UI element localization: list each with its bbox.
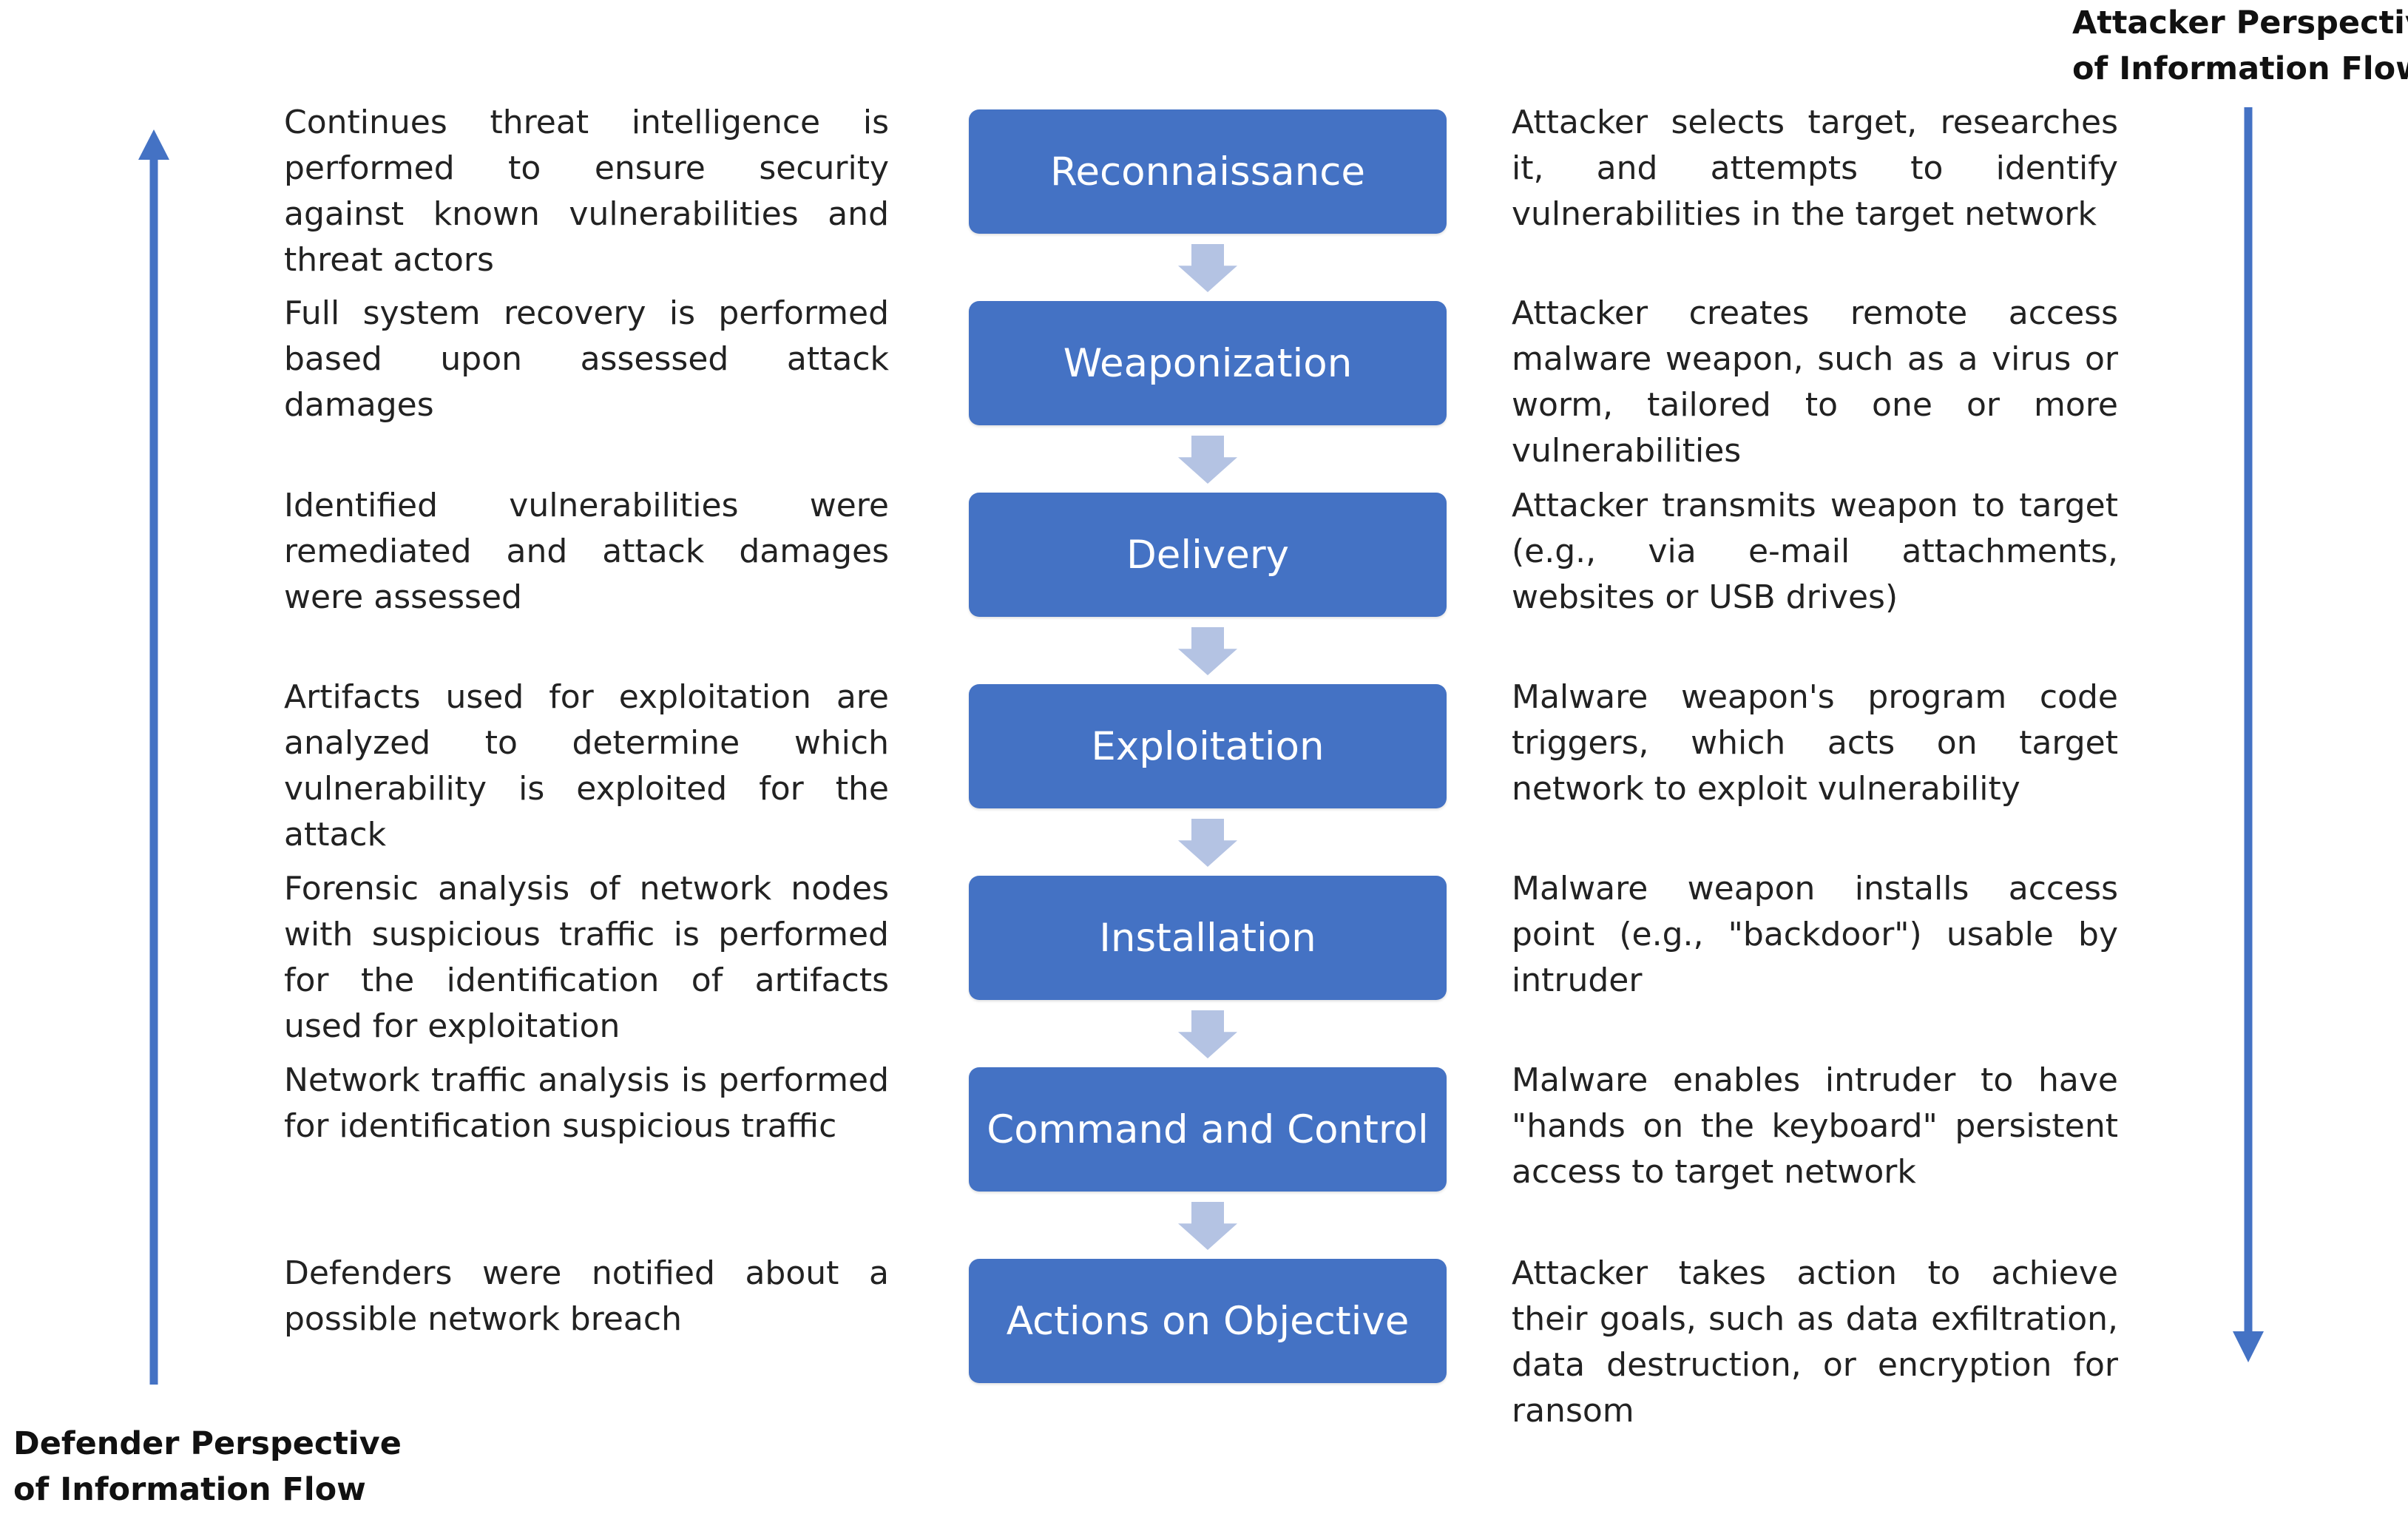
stage-box-exploitation: Exploitation: [969, 684, 1447, 808]
attacker-label-line1: Attacker Perspective: [2072, 4, 2408, 41]
defender-description: Forensic analysis of network nodes with …: [284, 870, 889, 1045]
defender-description: Defenders were notified about a possible…: [284, 1254, 889, 1338]
attacker-description: Malware weapon's program code triggers, …: [1512, 678, 2118, 808]
attacker-description: Malware enables intruder to have "hands …: [1512, 1061, 2118, 1191]
stage-box-delivery: Delivery: [969, 493, 1447, 617]
attacker-perspective-label: Attacker Perspective of Information Flow: [2072, 0, 2408, 92]
attacker-description: Attacker selects target, researches it, …: [1512, 104, 2118, 233]
defender-description: Continues threat intelligence is perform…: [284, 104, 889, 279]
stage-box-command-and-control: Command and Control: [969, 1067, 1447, 1192]
stage-connector-arrow: [1178, 627, 1237, 675]
stage-connector-arrow: [1178, 1010, 1237, 1058]
defender-description: Full system recovery is performed based …: [284, 294, 889, 424]
defender-description: Artifacts used for exploitation are anal…: [284, 678, 889, 854]
defender-description: Network traffic analysis is performed fo…: [284, 1061, 889, 1145]
attacker-label-line2: of Information Flow: [2072, 50, 2408, 87]
stage-box-reconnaissance: Reconnaissance: [969, 109, 1447, 234]
attacker-flow-arrow-head: [2233, 1331, 2264, 1362]
stage-connector-arrow: [1178, 436, 1237, 484]
stage-box-installation: Installation: [969, 876, 1447, 1000]
stage-connector-arrow: [1178, 1202, 1237, 1250]
attacker-description: Attacker creates remote access malware w…: [1512, 294, 2118, 470]
defender-description: Identified vulnerabilities were remediat…: [284, 487, 889, 616]
defender-label-line1: Defender Perspective: [13, 1425, 402, 1462]
attacker-description: Attacker transmits weapon to target (e.g…: [1512, 487, 2118, 616]
stage-connector-arrows: [1178, 244, 1237, 1250]
defender-label-line2: of Information Flow: [13, 1471, 366, 1508]
stage-connector-arrow: [1178, 819, 1237, 867]
attacker-description: Malware weapon installs access point (e.…: [1512, 870, 2118, 999]
defender-perspective-label: Defender Perspective of Information Flow: [13, 1421, 402, 1513]
stage-box-weaponization: Weaponization: [969, 301, 1447, 425]
stage-box-actions-on-objective: Actions on Objective: [969, 1259, 1447, 1383]
defender-flow-arrow-head: [138, 129, 169, 160]
stage-connector-arrow: [1178, 244, 1237, 292]
attacker-description: Attacker takes action to achieve their g…: [1512, 1254, 2118, 1430]
